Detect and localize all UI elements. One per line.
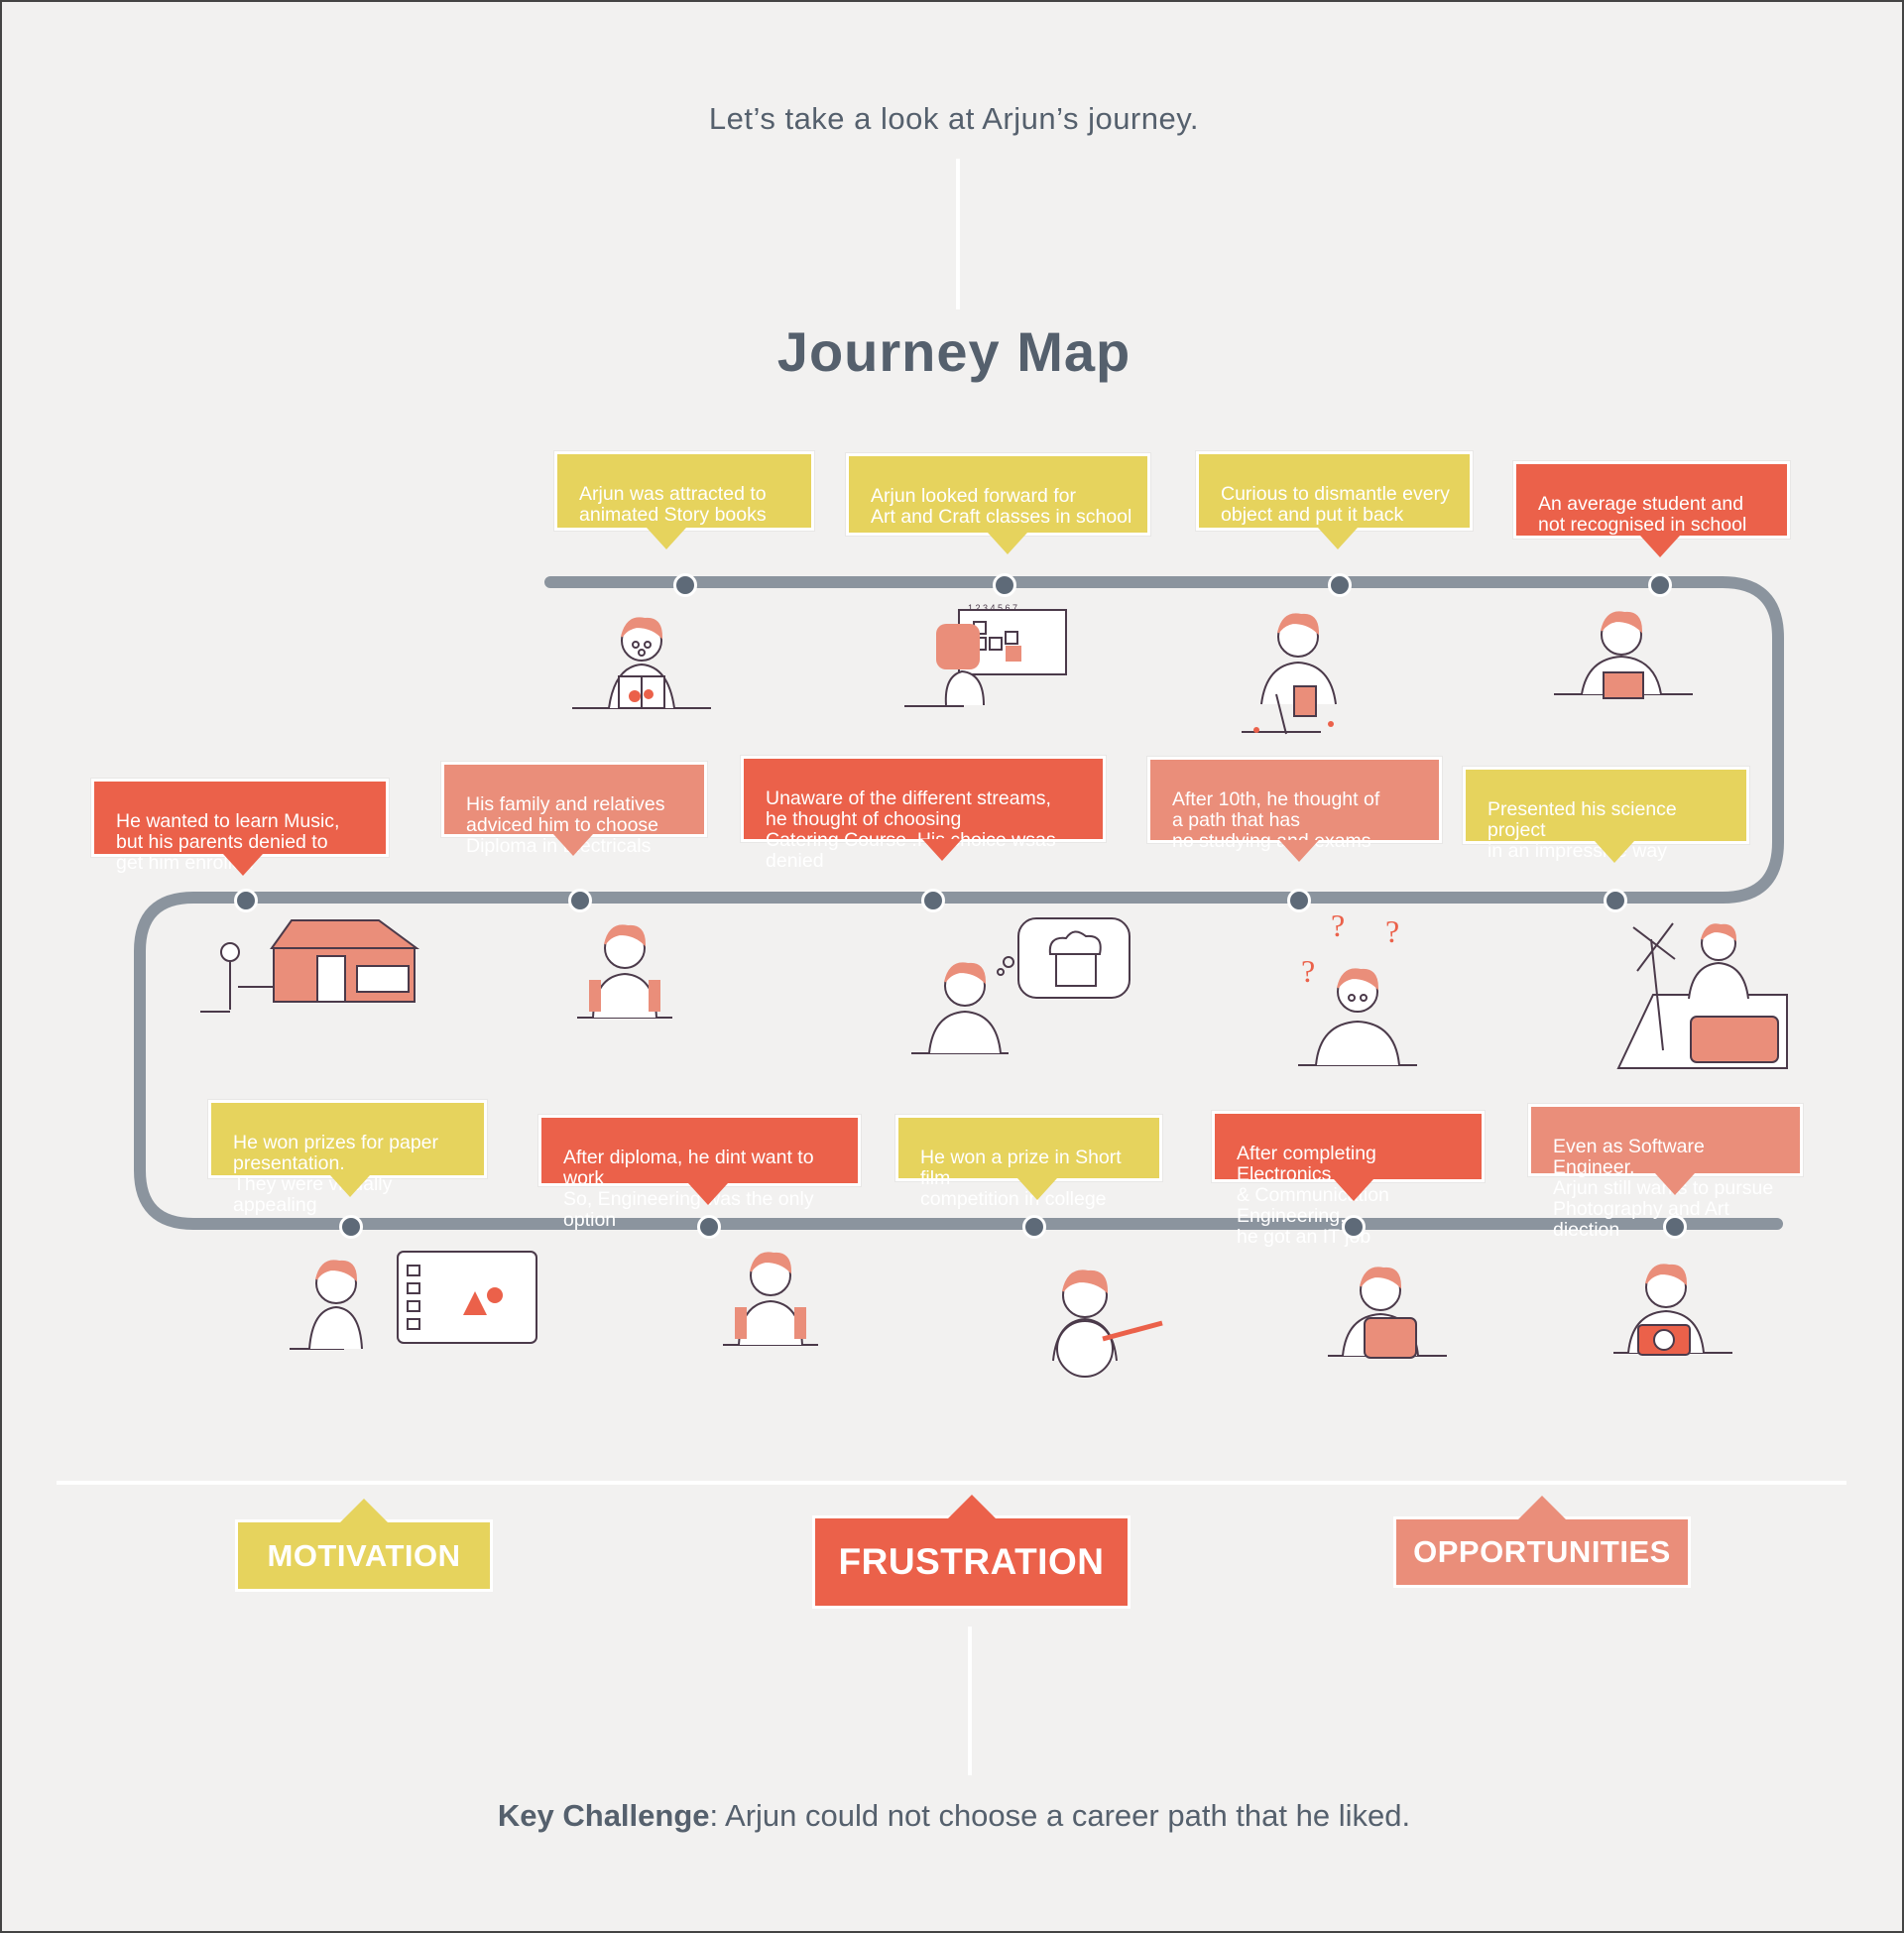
journey-node-11 [697,1215,721,1239]
connector-line-top [956,159,960,309]
card-text: Arjun was attracted to animated Story bo… [579,483,767,526]
boy-with-report-card-icon [1554,611,1693,699]
journey-node-12 [1022,1215,1046,1239]
boy-reading-storybook-icon [572,617,711,709]
journey-card-8: After 10th, he thought of a path that ha… [1147,757,1442,862]
boy-with-camera-icon [1613,1264,1732,1356]
track-path [134,576,1784,1230]
journey-node-9 [1604,889,1627,912]
confused-boy-question-marks-icon: ? ? ? [1298,907,1417,1066]
key-challenge-text: : Arjun could not choose a career path t… [709,1798,1411,1833]
journey-node-4 [1648,573,1672,597]
card-text: Even as Software Engineer, Arjun still w… [1553,1136,1774,1241]
journey-node-6 [568,889,592,912]
journey-card-1: Arjun was attracted to animated Story bo… [554,451,814,549]
category-opportunities: OPPORTUNITIES [1393,1496,1691,1588]
journey-card-3: Curious to dismantle every object and pu… [1196,451,1473,549]
journey-card-5: He wanted to learn Music, but his parent… [91,779,389,876]
journey-node-14 [1663,1215,1687,1239]
journey-card-12: He won a prize in Short film competition… [895,1115,1162,1210]
category-motivation: MOTIVATION [235,1499,493,1592]
journey-card-6: His family and relatives adviced him to … [441,762,707,857]
journey-card-10: He won prizes for paper presentation. Th… [208,1100,487,1216]
card-text: An average student and not recognised in… [1538,493,1747,536]
boy-at-music-school-icon [200,919,420,1013]
key-challenge-label: Key Challenge [497,1798,710,1833]
boy-dismantling-object-icon [1242,613,1337,735]
journey-card-2: Arjun looked forward for Art and Craft c… [846,453,1150,554]
journey-node-7 [921,889,945,912]
journey-node-8 [1287,889,1311,912]
card-text: Presented his science project in an impr… [1488,798,1677,862]
journey-node-1 [673,573,697,597]
journey-node-2 [993,573,1016,597]
svg-text:?: ? [1331,907,1345,943]
category-label: OPPORTUNITIES [1413,1534,1671,1569]
journey-card-13: After completing Electronics & Communica… [1212,1111,1485,1248]
card-text: After 10th, he thought of a path that ha… [1172,788,1380,852]
card-text: Arjun looked forward for Art and Craft c… [871,485,1132,528]
intro-text: Let’s take a look at Arjun’s journey. [708,101,1200,136]
section-divider [57,1481,1846,1485]
page-title: Journey Map [776,320,1131,383]
category-label: FRUSTRATION [838,1541,1105,1582]
journey-card-4: An average student and not recognised in… [1513,461,1790,557]
boy-presenting-slides-icon [290,1251,537,1350]
boy-with-windmill-project-icon [1616,922,1788,1069]
journey-card-11: After diploma, he dint want to work So, … [538,1115,861,1231]
journey-node-3 [1328,573,1352,597]
key-challenge: Key Challenge: Arjun could not choose a … [2,1798,1902,1834]
svg-text:?: ? [1385,913,1399,949]
boy-with-backpack-icon [723,1252,818,1346]
journey-node-5 [234,889,258,912]
svg-text:?: ? [1301,953,1315,989]
svg-text:1 2 3 4 5 6 7: 1 2 3 4 5 6 7 [968,603,1017,613]
card-text: Curious to dismantle every object and pu… [1221,483,1450,526]
boy-thinking-chef-hat-icon [911,917,1130,1054]
category-frustration: FRUSTRATION [812,1495,1130,1609]
journey-card-14: Even as Software Engineer, Arjun still w… [1528,1104,1803,1241]
category-label: MOTIVATION [267,1538,461,1573]
journey-node-13 [1342,1215,1366,1239]
card-text: Unaware of the different streams, he tho… [766,787,1056,872]
boy-with-film-reel-icon [1052,1269,1163,1378]
boy-at-art-board-icon: 1 2 3 4 5 6 7 [904,603,1067,707]
boy-with-backpack-icon [577,924,672,1019]
connector-line-bottom [968,1627,972,1775]
card-text: He won prizes for paper presentation. Th… [233,1132,439,1216]
journey-node-10 [339,1215,363,1239]
boy-with-laptop-icon [1328,1267,1447,1359]
journey-card-9: Presented his science project in an impr… [1463,767,1749,863]
journey-card-7: Unaware of the different streams, he tho… [741,756,1106,872]
